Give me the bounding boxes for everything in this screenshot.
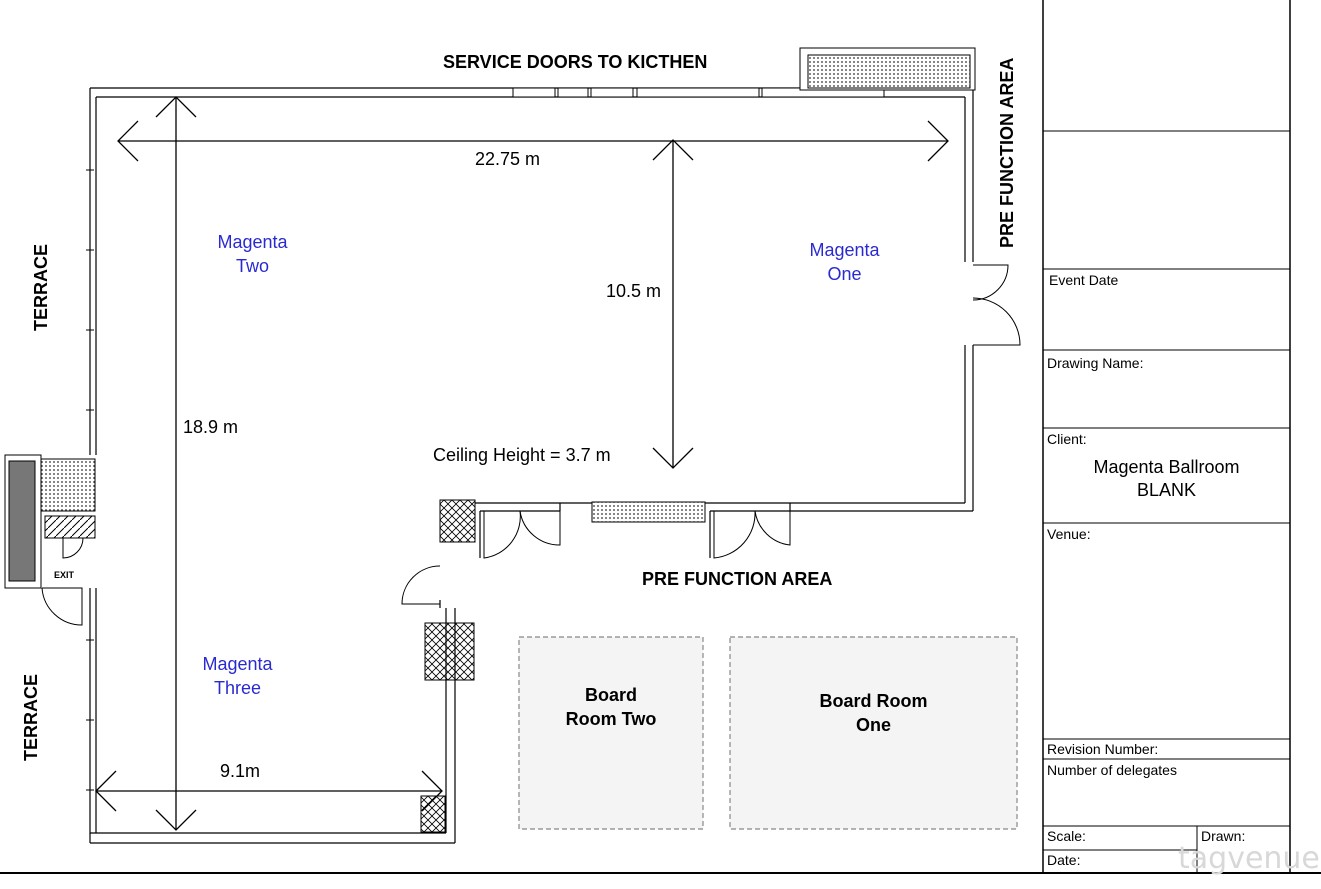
date-label: Date:	[1047, 852, 1081, 868]
exit-label: EXIT	[54, 570, 75, 580]
pre-function-right-label: PRE FUNCTION AREA	[997, 57, 1017, 248]
board-room-one-outline	[729, 636, 1018, 830]
terrace-bottom-label: TERRACE	[21, 673, 41, 761]
room-magenta-two: Magenta Two	[205, 230, 300, 278]
client-value: Magenta Ballroom BLANK	[1043, 456, 1290, 502]
delegates-label: Number of delegates	[1047, 762, 1177, 778]
board-room-two-outline	[518, 636, 704, 830]
counter	[591, 501, 706, 523]
board-room-line: One	[855, 715, 891, 735]
room-name-line: Two	[235, 256, 269, 276]
room-name-line: Magenta	[217, 232, 288, 252]
dimension-lines	[95, 96, 949, 831]
client-subtitle: BLANK	[1136, 480, 1197, 500]
service-doors-label: SERVICE DOORS TO KICTHEN	[443, 52, 708, 72]
east-doors	[972, 264, 1021, 346]
pillar	[439, 499, 476, 543]
revision-number-label: Revision Number:	[1047, 741, 1159, 757]
board-room-line: Room Two	[565, 709, 657, 729]
board-room-line: Board	[584, 685, 637, 705]
dimension-width-three: 9.1m	[220, 761, 261, 781]
dimension-length-west: 18.9 m	[183, 417, 239, 437]
south-doors	[401, 510, 791, 605]
room-name-line: Magenta	[202, 654, 273, 674]
pre-function-bottom-label: PRE FUNCTION AREA	[642, 569, 833, 589]
dimension-depth-main: 10.5 m	[606, 281, 662, 301]
room-name-line: One	[827, 264, 862, 284]
room-magenta-three: Magenta Three	[190, 652, 285, 700]
pillar	[420, 795, 446, 833]
event-date-label: Event Date	[1049, 272, 1119, 288]
watermark: tagvenue	[1178, 841, 1320, 876]
room-name-line: Three	[213, 678, 262, 698]
venue-label: Venue:	[1047, 526, 1091, 542]
title-block	[1042, 0, 1291, 873]
pillar	[424, 622, 475, 681]
drawing-name-label: Drawing Name:	[1047, 355, 1144, 371]
exit-area	[4, 454, 96, 626]
client-label: Client:	[1047, 431, 1087, 447]
board-room-two: Board Room Two	[519, 637, 703, 829]
room-magenta-one: Magenta One	[797, 238, 892, 286]
dimension-width-main: 22.75 m	[475, 149, 541, 169]
board-room-one: Board Room One	[730, 637, 1017, 829]
ceiling-height: Ceiling Height = 3.7 m	[433, 445, 611, 465]
scale-label: Scale:	[1047, 828, 1086, 844]
room-name-line: Magenta	[809, 240, 880, 260]
board-room-line: Board Room	[819, 691, 928, 711]
client-name: Magenta Ballroom	[1093, 457, 1240, 477]
drawn-label: Drawn:	[1201, 828, 1246, 844]
terrace-top-label: TERRACE	[31, 243, 51, 331]
